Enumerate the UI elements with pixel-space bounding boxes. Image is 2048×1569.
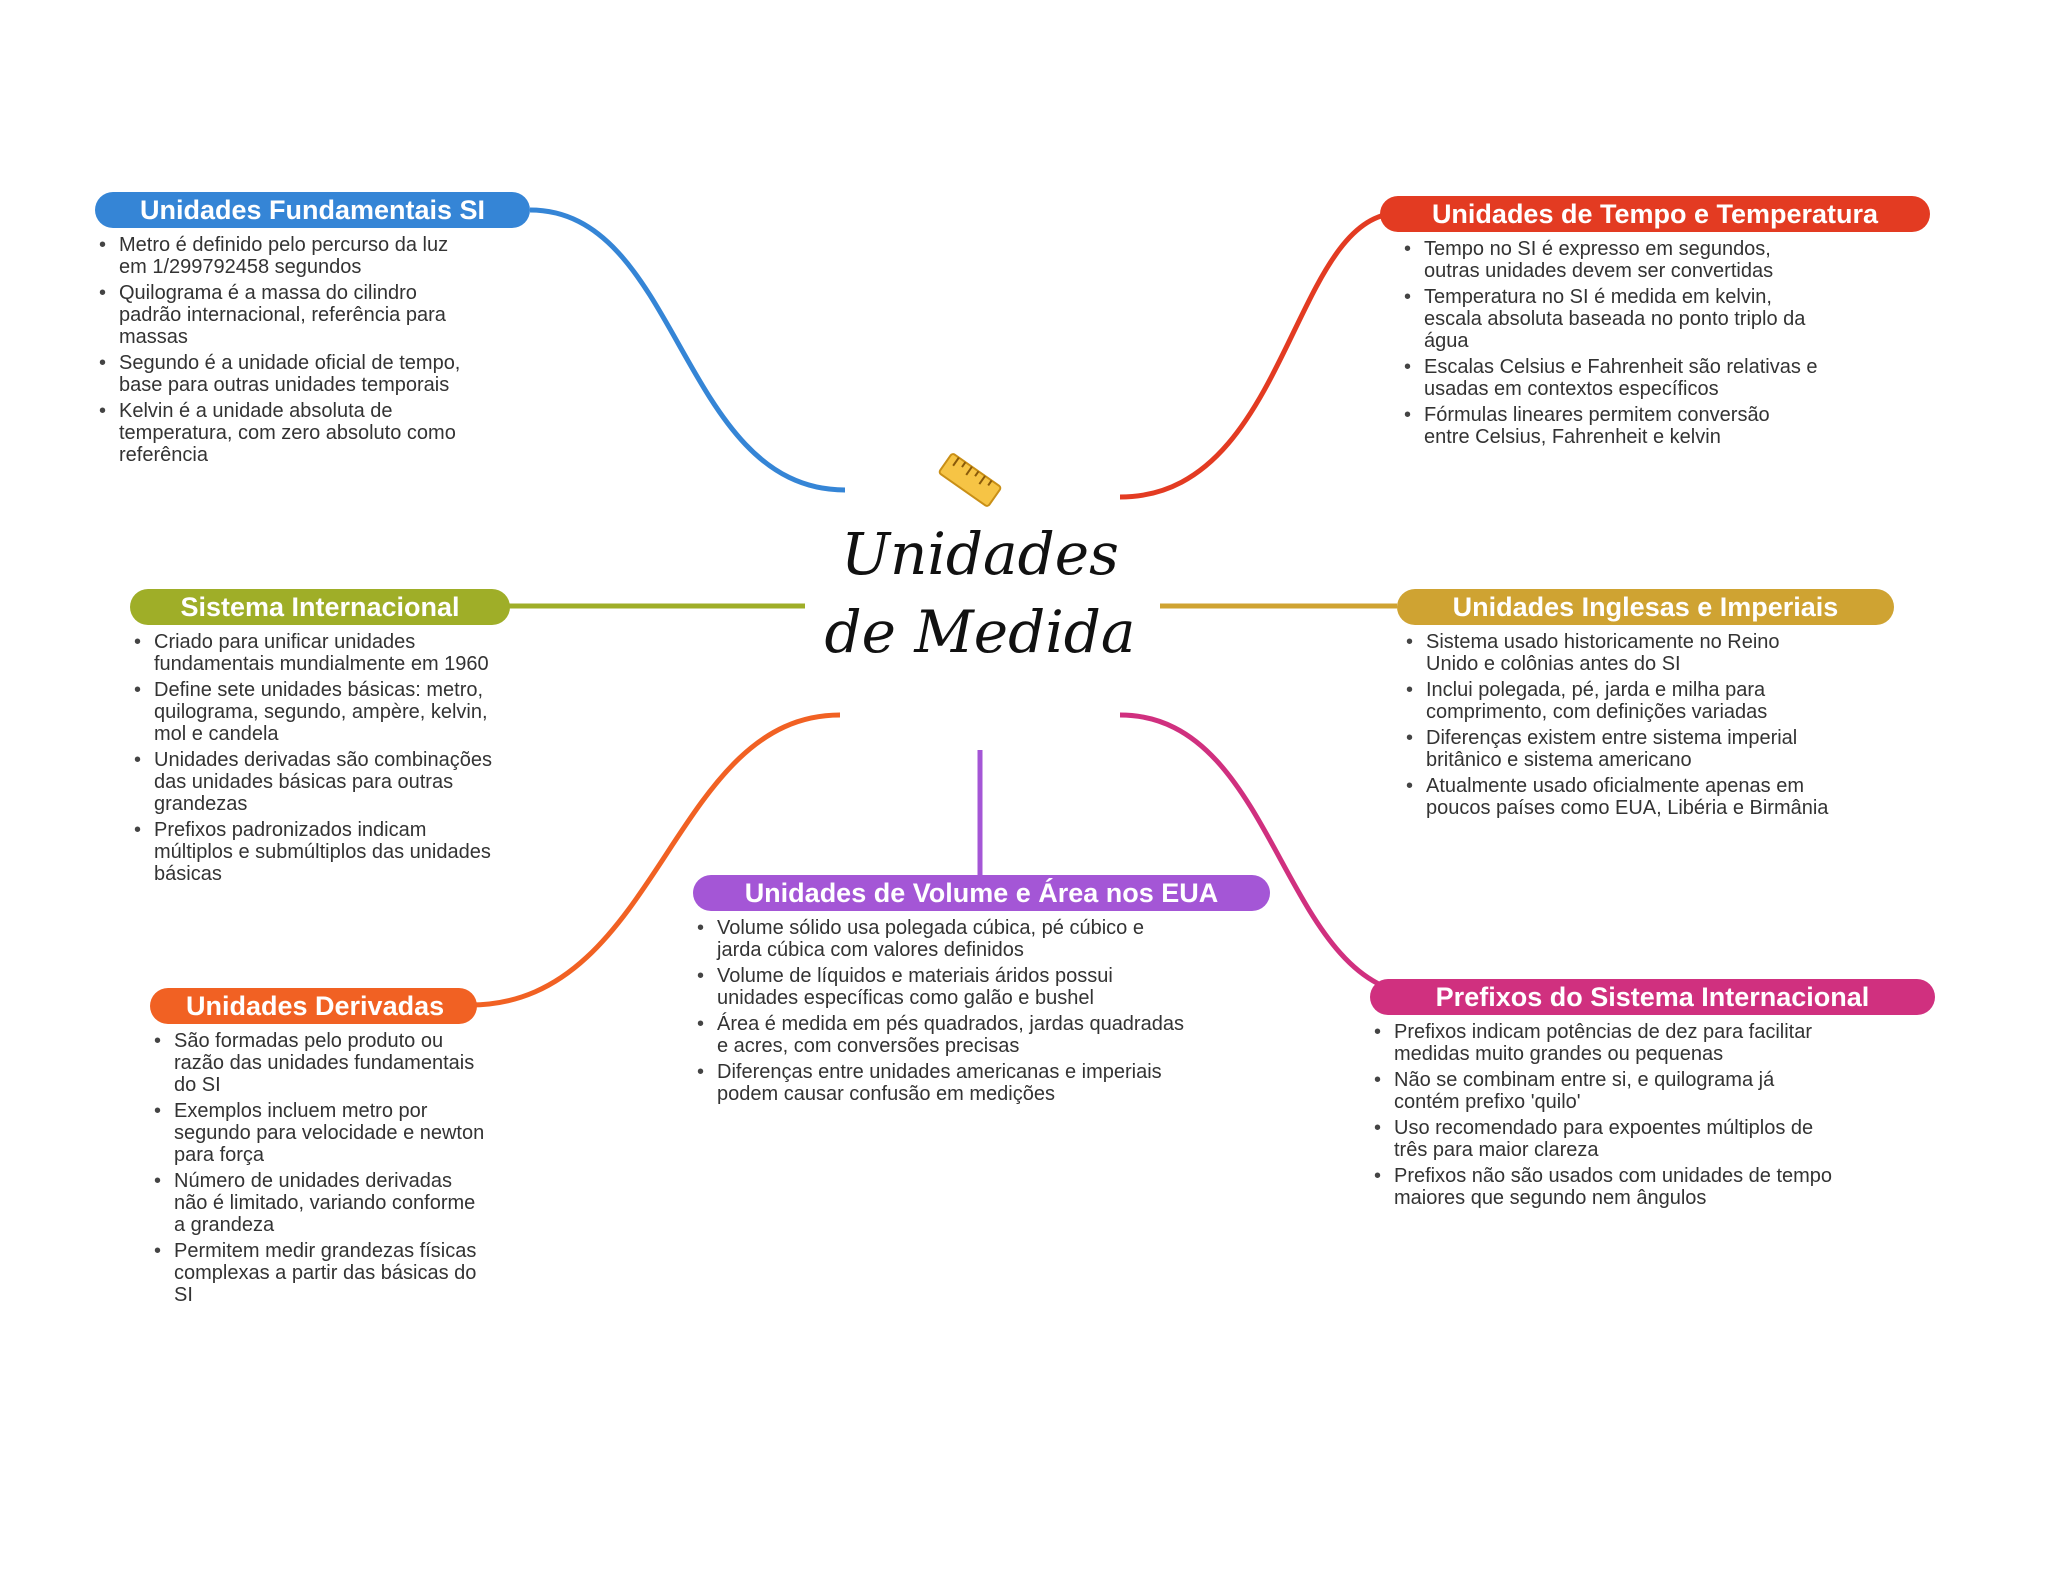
list-item: Área é medida em pés quadrados, jardas q… xyxy=(693,1013,1193,1057)
branch-title-pill: Prefixos do Sistema Internacional xyxy=(1370,979,1935,1015)
list-item: Temperatura no SI é medida em kelvin, es… xyxy=(1400,286,1820,352)
list-item: Volume sólido usa polegada cúbica, pé cú… xyxy=(693,917,1193,961)
list-item: Metro é definido pelo percurso da luz em… xyxy=(95,234,475,278)
list-item: Inclui polegada, pé, jarda e milha para … xyxy=(1402,679,1832,723)
central-topic: Unidades de Medida xyxy=(810,420,1150,750)
connector-fundamentais xyxy=(529,207,846,493)
list-item: Prefixos não são usados com unidades de … xyxy=(1370,1165,1840,1209)
branch-title-pill: Unidades Derivadas xyxy=(150,988,477,1024)
branch-title-pill: Unidades de Volume e Área nos EUA xyxy=(693,875,1270,911)
list-item: Uso recomendado para expoentes múltiplos… xyxy=(1370,1117,1840,1161)
bullet-list: Criado para unificar unidades fundamenta… xyxy=(130,631,510,885)
branch-unidades-inglesas: Unidades Inglesas e Imperiais Sistema us… xyxy=(1397,589,1897,823)
list-item: Sistema usado historicamente no Reino Un… xyxy=(1402,631,1832,675)
branch-tempo-temperatura: Unidades de Tempo e Temperatura Tempo no… xyxy=(1380,196,1930,452)
list-item: Número de unidades derivadas não é limit… xyxy=(150,1170,490,1236)
connector-tempo xyxy=(1119,210,1401,500)
list-item: Diferenças entre unidades americanas e i… xyxy=(693,1061,1193,1105)
bullet-list: Metro é definido pelo percurso da luz em… xyxy=(95,234,475,466)
list-item: Criado para unificar unidades fundamenta… xyxy=(130,631,510,675)
bullet-list: Tempo no SI é expresso em segundos, outr… xyxy=(1400,238,1820,448)
branch-title-pill: Unidades Fundamentais SI xyxy=(95,192,530,228)
connector-prefixos xyxy=(1119,712,1426,998)
list-item: Volume de líquidos e materiais áridos po… xyxy=(693,965,1193,1009)
list-item: Segundo é a unidade oficial de tempo, ba… xyxy=(95,352,475,396)
branch-unidades-derivadas: Unidades Derivadas São formadas pelo pro… xyxy=(150,988,484,1310)
central-title: Unidades de Medida xyxy=(824,520,1136,666)
list-item: São formadas pelo produto ou razão das u… xyxy=(150,1030,490,1096)
ruler-icon xyxy=(938,453,1002,507)
branch-unidades-fundamentais: Unidades Fundamentais SI Metro é definid… xyxy=(95,192,535,470)
branch-title-pill: Sistema Internacional xyxy=(130,589,510,625)
list-item: Não se combinam entre si, e quilograma j… xyxy=(1370,1069,1840,1113)
branch-title-pill: Unidades Inglesas e Imperiais xyxy=(1397,589,1894,625)
branch-title-pill: Unidades de Tempo e Temperatura xyxy=(1380,196,1930,232)
connector-derivadas xyxy=(469,712,841,1008)
list-item: Permitem medir grandezas físicas complex… xyxy=(150,1240,490,1306)
list-item: Unidades derivadas são combinações das u… xyxy=(130,749,510,815)
bullet-list: São formadas pelo produto ou razão das u… xyxy=(150,1030,490,1306)
bullet-list: Sistema usado historicamente no Reino Un… xyxy=(1402,631,1832,819)
bullet-list: Prefixos indicam potências de dez para f… xyxy=(1370,1021,1840,1209)
list-item: Prefixos padronizados indicam múltiplos … xyxy=(130,819,510,885)
list-item: Kelvin é a unidade absoluta de temperatu… xyxy=(95,400,475,466)
list-item: Exemplos incluem metro por segundo para … xyxy=(150,1100,490,1166)
branch-sistema-internacional: Sistema Internacional Criado para unific… xyxy=(130,589,510,889)
branch-prefixos-si: Prefixos do Sistema Internacional Prefix… xyxy=(1370,979,1935,1213)
list-item: Atualmente usado oficialmente apenas em … xyxy=(1402,775,1832,819)
list-item: Define sete unidades básicas: metro, qui… xyxy=(130,679,510,745)
list-item: Diferenças existem entre sistema imperia… xyxy=(1402,727,1832,771)
list-item: Quilograma é a massa do cilindro padrão … xyxy=(95,282,475,348)
bullet-list: Volume sólido usa polegada cúbica, pé cú… xyxy=(693,917,1193,1105)
list-item: Tempo no SI é expresso em segundos, outr… xyxy=(1400,238,1820,282)
list-item: Fórmulas lineares permitem conversão ent… xyxy=(1400,404,1820,448)
list-item: Prefixos indicam potências de dez para f… xyxy=(1370,1021,1840,1065)
branch-volume-area: Unidades de Volume e Área nos EUA Volume… xyxy=(693,875,1273,1109)
list-item: Escalas Celsius e Fahrenheit são relativ… xyxy=(1400,356,1820,400)
